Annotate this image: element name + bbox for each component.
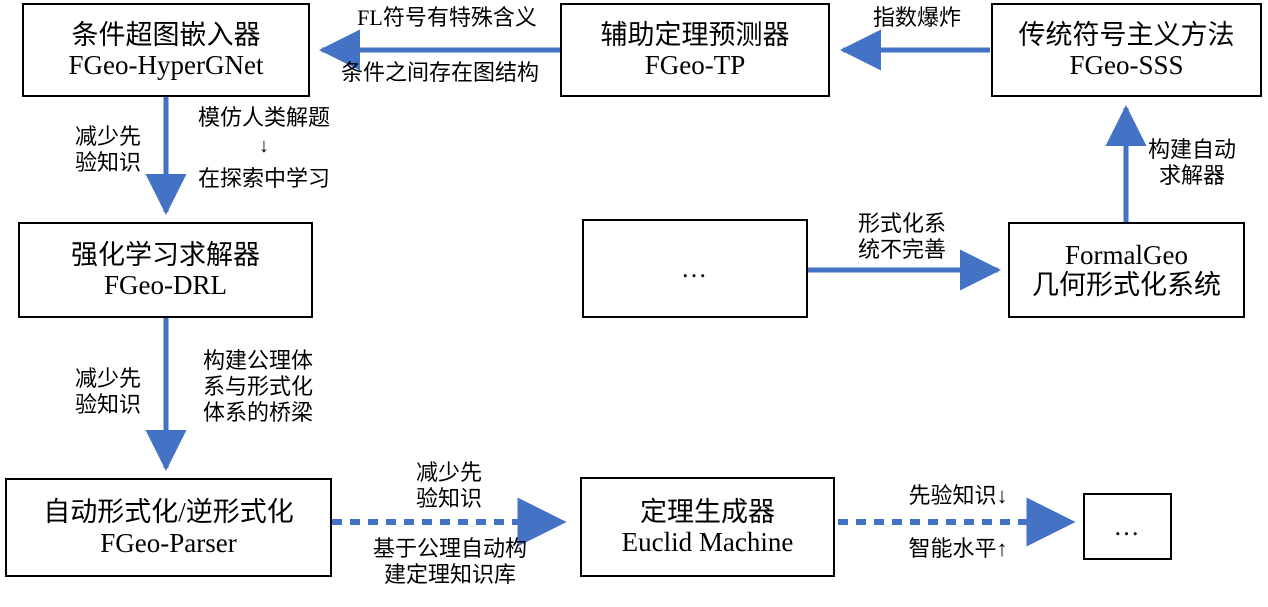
node-title-line2: FGeo-TP	[644, 50, 746, 80]
edge-label-euclid-to-end-above: 先验知识↓	[908, 483, 1008, 508]
edge-label-hypergnet-to-drl-right-arrow: ↓	[259, 135, 269, 157]
node-title-line1: …	[681, 253, 709, 283]
edge-label-formalgeo-to-sss: 构建自动 求解器	[1147, 137, 1236, 188]
edge-label-mid-to-formalgeo: 形式化系 统不完善	[857, 211, 946, 262]
node-title-line1: 强化学习求解器	[71, 239, 260, 270]
node-title-line1: 传统符号主义方法	[1018, 19, 1235, 50]
node-title-line1: 条件超图嵌入器	[71, 19, 261, 50]
node-title-line2: FGeo-Parser	[100, 527, 237, 558]
node-fgeo-tp[interactable]: 辅助定理预测器 FGeo-TP	[560, 3, 830, 97]
node-fgeo-parser[interactable]: 自动形式化/逆形式化 FGeo-Parser	[5, 478, 332, 577]
node-title-line2: FGeo-DRL	[104, 270, 227, 300]
edge-label-tp-to-hypergnet-above: FL符号有特殊含义	[357, 5, 537, 30]
node-middle-ellipsis[interactable]: …	[582, 219, 808, 318]
edge-label-parser-to-euclid-above: 减少先 验知识	[415, 460, 482, 511]
node-title-line2: Euclid Machine	[621, 527, 794, 557]
edge-label-drl-to-parser-left: 减少先 验知识	[74, 366, 141, 417]
node-title-line1: 自动形式化/逆形式化	[43, 497, 294, 528]
node-title-line2: 几何形式化系统	[1032, 270, 1221, 300]
edge-label-tp-to-hypergnet-below: 条件之间存在图结构	[340, 60, 539, 85]
node-fgeo-sss[interactable]: 传统符号主义方法 FGeo-SSS	[991, 3, 1262, 97]
edge-label-hypergnet-to-drl-right-top: 模仿人类解题	[197, 105, 330, 130]
node-formalgeo[interactable]: FormalGeo 几何形式化系统	[1008, 222, 1245, 318]
edge-label-euclid-to-end-below: 智能水平↑	[908, 536, 1008, 561]
node-fgeo-hypergnet[interactable]: 条件超图嵌入器 FGeo-HyperGNet	[22, 3, 310, 97]
node-title-line1: 辅助定理预测器	[600, 19, 790, 50]
edge-label-hypergnet-to-drl-right-bottom: 在探索中学习	[197, 166, 330, 191]
node-title-line1: FormalGeo	[1065, 239, 1188, 270]
node-title-line1: 定理生成器	[640, 496, 775, 527]
node-euclid-machine[interactable]: 定理生成器 Euclid Machine	[580, 477, 835, 577]
node-end-ellipsis[interactable]: …	[1083, 493, 1172, 560]
node-fgeo-drl[interactable]: 强化学习求解器 FGeo-DRL	[18, 222, 313, 318]
node-title-line1: …	[1113, 511, 1142, 541]
edge-label-hypergnet-to-drl-left: 减少先 验知识	[74, 124, 141, 175]
node-title-line2: FGeo-SSS	[1069, 50, 1184, 80]
edge-label-drl-to-parser-right: 构建公理体 系与形式化 体系的桥梁	[202, 348, 313, 425]
edge-label-parser-to-euclid-below: 基于公理自动构 建定理知识库	[372, 536, 527, 587]
node-title-line2: FGeo-HyperGNet	[68, 50, 264, 80]
edge-label-sss-to-tp: 指数爆炸	[872, 5, 961, 30]
